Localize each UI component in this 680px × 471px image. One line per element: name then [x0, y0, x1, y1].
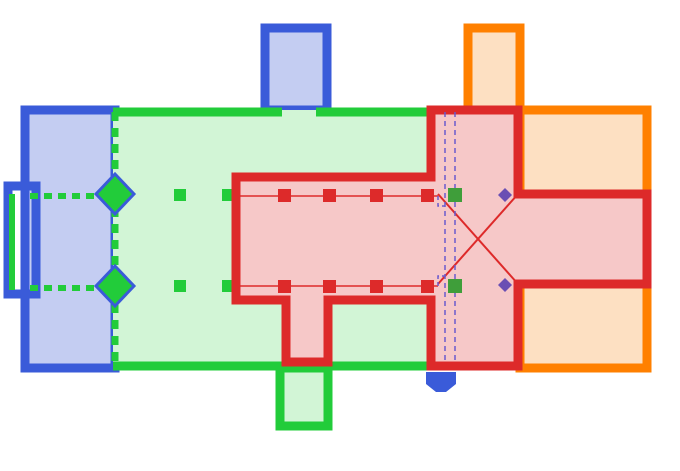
green-diamond-pier-south — [93, 263, 137, 309]
dark-green-pier — [448, 279, 462, 293]
red-pier — [323, 189, 336, 202]
phase-blue — [3, 23, 456, 392]
green-pier — [174, 280, 186, 292]
green-pier — [222, 189, 234, 201]
red-pier — [370, 280, 383, 293]
red-pier — [278, 189, 291, 202]
blue-porch — [3, 181, 41, 299]
red-pier — [421, 280, 434, 293]
dark-green-pier — [448, 188, 462, 202]
red-pier — [370, 189, 383, 202]
dashed-screen — [437, 112, 456, 362]
red-crossing-diagonal — [437, 193, 519, 285]
phase-red — [231, 105, 652, 371]
red-pier — [421, 189, 434, 202]
dashed-bracket-north — [437, 196, 445, 207]
green-pier — [174, 189, 186, 201]
purple-diamond-pier — [498, 188, 512, 202]
green-pier — [222, 280, 234, 292]
orange-north-tower — [463, 23, 525, 115]
blue-south-bump — [426, 372, 456, 392]
red-pier — [323, 280, 336, 293]
green-diamond-pier-north — [93, 171, 137, 217]
red-pier — [278, 280, 291, 293]
blue-north-annex — [260, 23, 332, 115]
purple-diamond-pier — [498, 278, 512, 292]
green-south-annex — [275, 363, 333, 431]
red-cross-outline — [231, 105, 652, 371]
dashed-bracket-south — [437, 275, 445, 286]
